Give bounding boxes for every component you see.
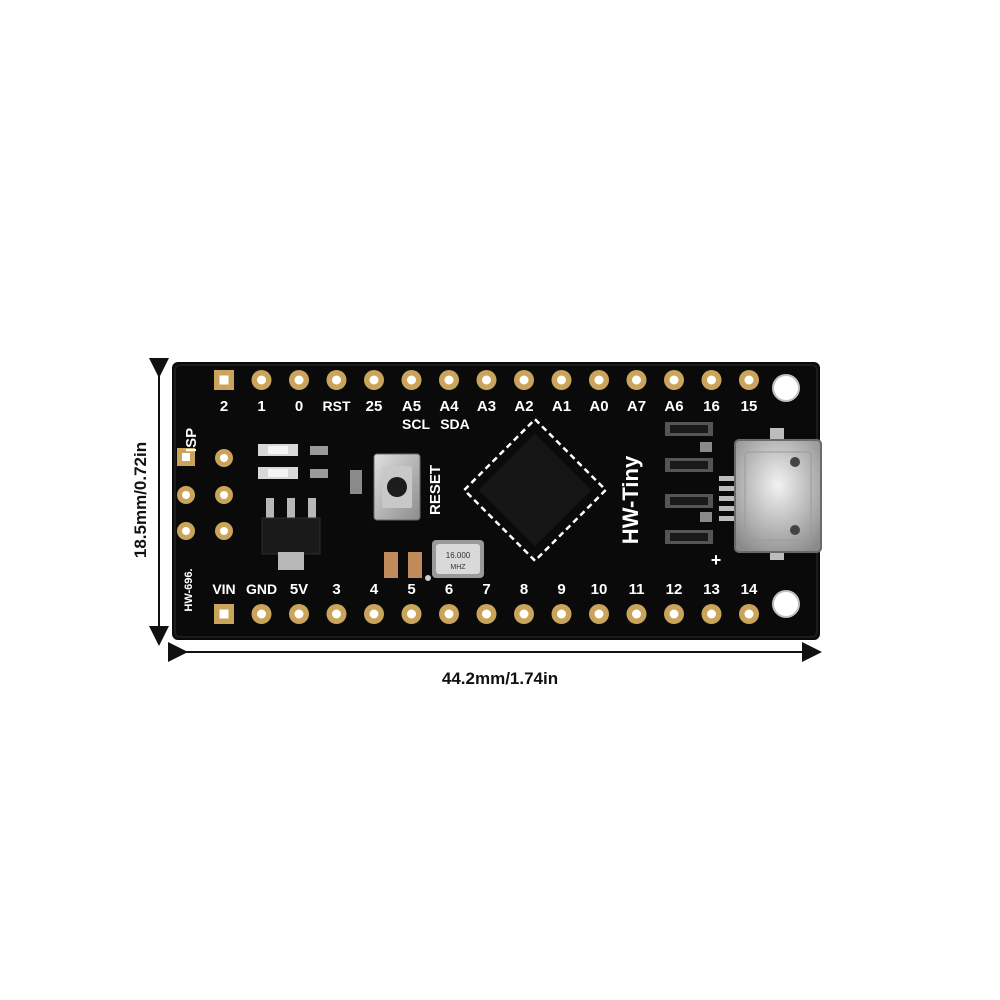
pin-pad — [326, 604, 347, 624]
pin-label: 13 — [703, 581, 720, 598]
pin-pad — [739, 370, 759, 390]
pin-pad — [514, 604, 534, 624]
isp-label: ISP — [183, 428, 200, 452]
sda-label: SDA — [440, 416, 470, 432]
pin-pad — [251, 604, 272, 624]
pin-label: RST — [323, 398, 351, 414]
pin-label: VIN — [212, 581, 235, 597]
top-pin-labels: 2 1 0 RST 25 A5 A4 A3 A2 A1 A0 A7 A6 16 15 — [220, 398, 758, 415]
pin-pad — [626, 604, 647, 624]
voltage-regulator — [261, 498, 321, 570]
pin-pad — [701, 604, 722, 624]
pin-label: A4 — [439, 398, 459, 415]
reset-button[interactable] — [373, 453, 421, 521]
polarity-mark: + — [711, 550, 722, 570]
pin-pad — [514, 370, 534, 390]
mounting-hole — [772, 590, 800, 618]
pin-label: 6 — [445, 581, 453, 598]
mounting-hole — [772, 374, 800, 402]
pin-pad — [551, 370, 572, 390]
isp-header — [177, 448, 233, 540]
width-dimension: 44.2mm/1.74in — [168, 642, 822, 688]
pin-pad — [251, 370, 272, 390]
crystal-unit: MHZ — [450, 564, 466, 571]
pin-label: 3 — [332, 581, 340, 598]
pin-label: A7 — [627, 398, 646, 415]
pin-label: 8 — [520, 581, 528, 598]
pin-label: A6 — [664, 398, 683, 415]
capacitor — [350, 470, 362, 494]
height-label: 18.5mm/0.72in — [131, 442, 150, 558]
capacitor — [408, 552, 422, 578]
pin-pad — [589, 370, 609, 390]
pin-label: 4 — [370, 581, 379, 598]
pin-pad-square — [214, 370, 234, 390]
pin-pad — [664, 370, 684, 390]
pin-pad — [664, 604, 684, 624]
pin-label: A0 — [589, 398, 608, 415]
pin-pad — [626, 370, 647, 390]
pin-label: 25 — [366, 398, 383, 415]
scl-label: SCL — [402, 416, 430, 432]
board-code-label: HW-696. — [183, 568, 195, 611]
pin-label: 0 — [295, 398, 303, 415]
crystal-frequency: 16.000 — [446, 551, 471, 560]
pin-pad — [439, 370, 459, 390]
pin-pad — [701, 370, 722, 390]
pin-pad — [289, 604, 309, 624]
pin-pad — [326, 370, 347, 390]
width-label: 44.2mm/1.74in — [442, 669, 558, 688]
diode-array — [665, 422, 713, 544]
pin-pad — [476, 370, 497, 390]
status-leds — [258, 444, 328, 479]
pin-pad — [439, 604, 459, 624]
pin-label: A2 — [514, 398, 533, 415]
top-pin-header — [214, 370, 759, 390]
pin-label: 5V — [290, 581, 308, 598]
bottom-pin-header — [214, 604, 759, 624]
pin-label: A5 — [402, 398, 421, 415]
reset-label: RESET — [427, 465, 444, 515]
pin-pad — [551, 604, 572, 624]
pin-pad — [476, 604, 497, 624]
pin-label: 16 — [703, 398, 720, 415]
pin-label: 12 — [666, 581, 683, 598]
pin-pad — [401, 604, 422, 624]
capacitor — [384, 552, 398, 578]
pin-label: 2 — [220, 398, 228, 415]
crystal-oscillator: 16.000 MHZ — [432, 540, 484, 578]
pin-pad — [739, 604, 759, 624]
pin-label: 5 — [407, 581, 415, 598]
pin-label: 10 — [591, 581, 608, 598]
pin-label: 15 — [741, 398, 758, 415]
pin-label: 14 — [741, 581, 758, 598]
pin-pad-square — [214, 604, 234, 624]
pin-pad — [589, 604, 609, 624]
pin-label: A3 — [477, 398, 496, 415]
pin-label: 7 — [482, 581, 490, 598]
pin-label: 1 — [257, 398, 265, 415]
height-dimension: 18.5mm/0.72in — [131, 358, 169, 646]
pin-pad — [401, 370, 422, 390]
board-model-label: HW-Tiny — [618, 455, 643, 544]
pin-pad — [289, 370, 309, 390]
pin-pad — [364, 370, 384, 390]
pin-label: 9 — [557, 581, 565, 598]
pin-pad — [364, 604, 384, 624]
micro-usb-port[interactable] — [719, 428, 822, 560]
pin-label: GND — [246, 581, 277, 597]
bottom-pin-labels: VIN GND 5V 3 4 5 6 7 8 9 10 11 12 13 14 — [212, 581, 758, 598]
pin-label: A1 — [552, 398, 571, 415]
pin-label: 11 — [629, 581, 645, 598]
